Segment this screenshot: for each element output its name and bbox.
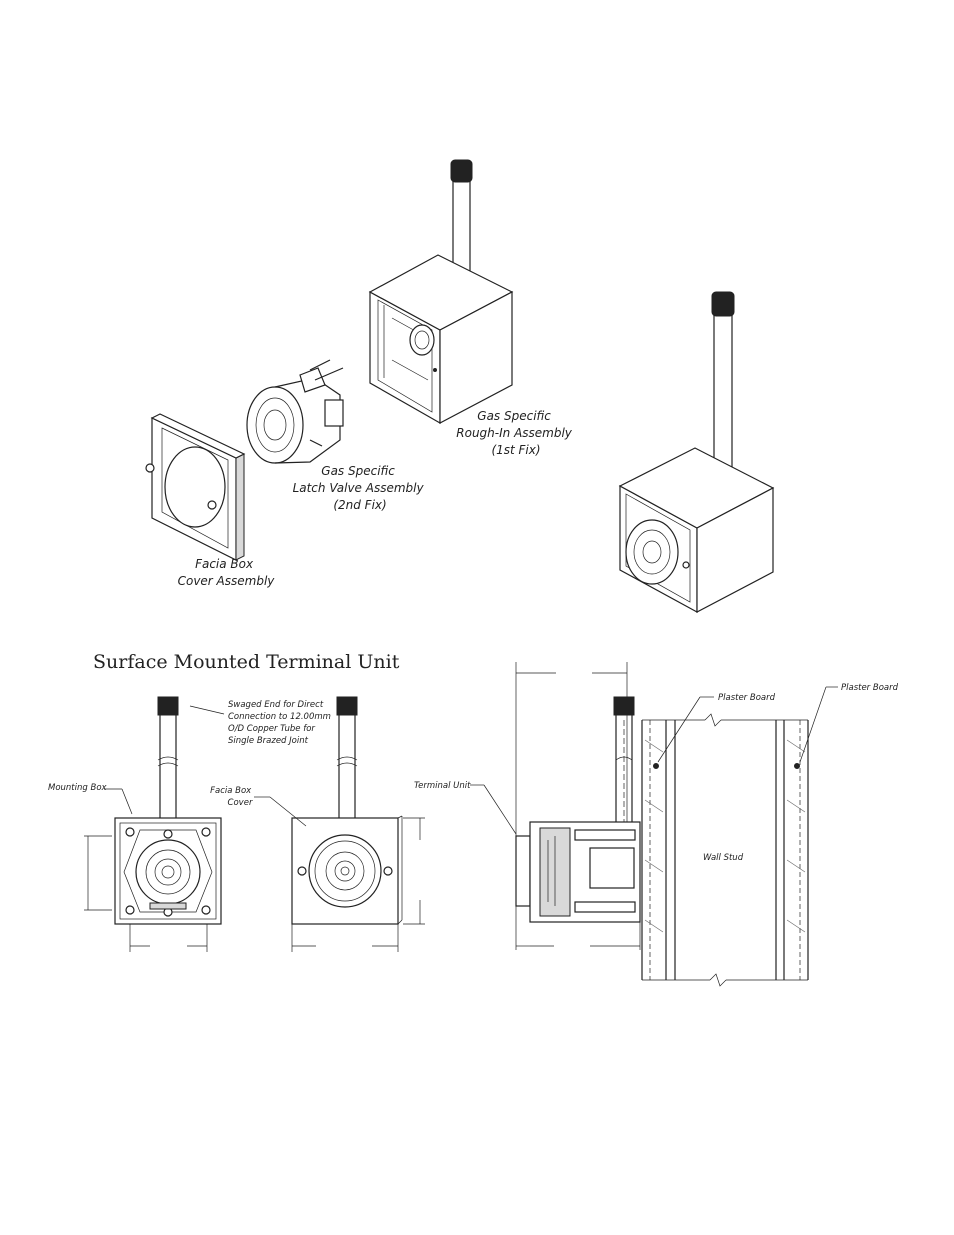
rough-in-label: Gas Specific Rough-In Assembly (1st Fix)	[456, 409, 575, 457]
assembled-unit-drawing	[618, 291, 775, 614]
wall-construction	[641, 713, 809, 987]
wall-stud-label: Wall Stud	[703, 853, 744, 863]
mounting-box-label: Mounting Box	[48, 783, 108, 793]
facia-cover-label: Facia Box Cover Assembly	[178, 557, 276, 588]
swaged-end-label: Swaged End for Direct Connection to 12.0…	[228, 700, 334, 746]
plaster-board-label-1: Plaster Board	[718, 693, 776, 703]
latch-valve-assembly-drawing	[246, 359, 344, 464]
terminal-unit-label: Terminal Unit	[414, 781, 471, 791]
rough-in-assembly-drawing	[368, 159, 514, 425]
latch-valve-label: Gas Specific Latch Valve Assembly (2nd F…	[293, 464, 428, 512]
facia-box-cover-drawing	[145, 413, 246, 561]
leader-lines	[104, 686, 838, 835]
facia-cover-front-view	[291, 696, 425, 952]
mounting-box-front-view	[84, 696, 222, 952]
side-section-view	[515, 662, 641, 950]
plaster-board-label-2: Plaster Board	[841, 683, 899, 693]
section-title: Surface Mounted Terminal Unit	[93, 651, 400, 673]
facia-box-cover-label: Facia Box Cover	[210, 786, 254, 808]
